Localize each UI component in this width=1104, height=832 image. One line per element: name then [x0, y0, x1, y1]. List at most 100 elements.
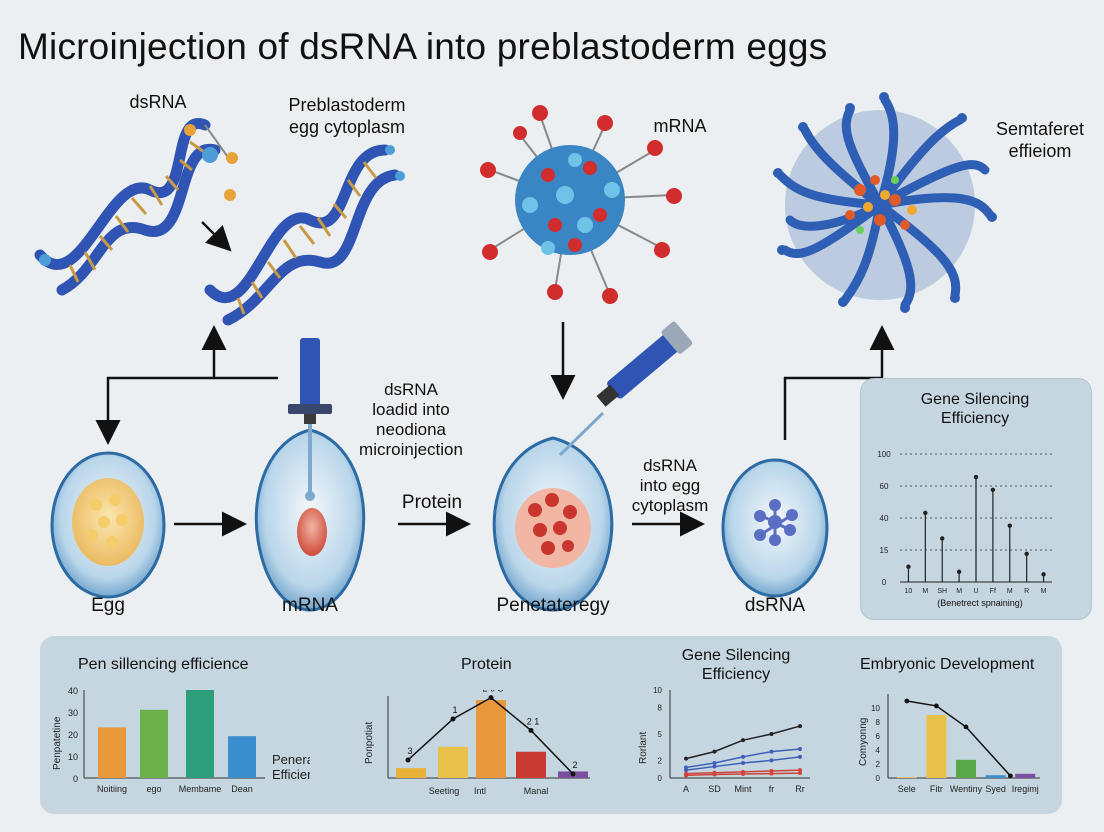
semtaferet-line-2: effieiom: [1008, 141, 1072, 161]
chart3-xtick: Mint: [734, 784, 752, 794]
injection-needle-icon: [288, 338, 332, 424]
chart4-bar: [956, 759, 976, 778]
chart3-point: [741, 738, 745, 743]
egg-label-1: Egg: [91, 595, 125, 616]
chart4-bar: [926, 715, 947, 778]
chart4-xtick: Fitr: [930, 784, 943, 794]
chart1-ytick: 0: [73, 774, 78, 784]
right-chart-point: [940, 536, 945, 541]
chart4-point: [963, 724, 969, 730]
egg-label-2: mRNA: [282, 595, 338, 616]
right-chart-point: [906, 564, 911, 569]
right-chart-ytick: 0: [882, 578, 887, 587]
right-chart-point: [956, 569, 962, 574]
into-egg-line-2: into egg: [639, 476, 701, 495]
egg-1: [50, 451, 166, 599]
chart3-title-2: Efficiency: [701, 666, 771, 683]
chart1-legend-1: Peneratice: [272, 752, 310, 767]
right-chart-xtick: U: [973, 588, 978, 595]
right-chart-xtick: SH: [937, 588, 947, 595]
right-chart-point: [923, 510, 928, 516]
chart3-point: [798, 771, 802, 776]
chart2-point: [488, 695, 494, 701]
chart3-title: Gene Silencing Efficiency: [666, 646, 806, 684]
right-chart-ytick: 15: [880, 546, 889, 555]
chart4-point: [1008, 773, 1013, 779]
chart3-point: [712, 761, 717, 766]
diagram-canvas: [34, 92, 997, 612]
right-chart-title-1: Gene Silencing: [920, 391, 1030, 408]
right-chart-point: [990, 487, 996, 493]
chart4-ytick: 4: [876, 746, 881, 755]
chart2-bar: [476, 700, 506, 778]
chart1-ytick: 10: [68, 752, 78, 762]
chart4-ytick: 10: [871, 704, 880, 713]
right-chart-ytick: 100: [877, 450, 891, 459]
chart4-line: [906, 700, 1011, 777]
into-egg-label: dsRNA into egg cytoplasm: [620, 456, 720, 516]
flow-arrows: [95, 322, 895, 537]
chart3-xtick: SD: [708, 784, 721, 794]
loaded-line-4: microinjection: [359, 440, 463, 459]
chart1-bar: [140, 709, 168, 778]
right-chart-point: [1024, 551, 1029, 557]
chart4-point: [934, 703, 939, 709]
into-egg-line-3: cytoplasm: [631, 496, 709, 515]
mrna-cluster-icon: [480, 105, 682, 304]
chart2-ylabel: Ponpotiat: [364, 722, 375, 764]
right-chart-ytick: 40: [880, 514, 889, 523]
chart1-xtick: Dean: [231, 784, 253, 794]
chart2-xtick: Manal: [524, 786, 549, 796]
chart3-ytick: 8: [658, 704, 663, 713]
preblastoderm-line-2: egg cytoplasm: [288, 117, 406, 137]
loaded-line-3: neodiona: [376, 420, 446, 439]
chart1-xtick: ego: [146, 784, 161, 794]
chart4-title: Embryonic Development: [860, 656, 1035, 673]
dsrna-helix-icon: [34, 118, 238, 296]
chart2-annotation: 3: [407, 746, 412, 756]
chart1-bar: [98, 727, 126, 778]
chart1-ytick: 30: [68, 708, 78, 718]
loaded-label: dsRNA loadid into neodiona microinjectio…: [346, 380, 476, 460]
right-chart-ytick: 60: [880, 482, 889, 491]
right-chart-xtick: 10: [905, 588, 913, 595]
chart3-point: [684, 756, 688, 761]
chart2-point: [405, 757, 411, 763]
egg-4: [721, 458, 829, 598]
chart4-ytick: 8: [876, 718, 881, 727]
chart2-annotation: 1: [452, 705, 457, 715]
mrna-top-label: mRNA: [653, 116, 707, 136]
right-chart-xtick: M: [956, 588, 962, 595]
chart1-bar: [228, 736, 256, 778]
right-chart-title: Gene Silencing Efficiency: [880, 390, 1070, 428]
chart2-annotation: 2: [572, 760, 577, 770]
semtaferet-label: Semtaferet effieiom: [975, 118, 1104, 162]
chart3-ytick: 0: [658, 774, 663, 783]
chart1-title: Pen sillencing efficience: [78, 656, 249, 673]
chart2-xtick: Seeting: [429, 786, 460, 796]
chart3-xtick: Rr: [795, 784, 805, 794]
chart2-bar: [438, 746, 468, 778]
chart4-ytick: 6: [876, 732, 881, 741]
loaded-line-1: dsRNA: [384, 380, 438, 399]
right-chart-xtick: Ff: [990, 588, 996, 595]
chart3-point: [684, 773, 688, 778]
right-chart-xtick: M: [1041, 588, 1047, 595]
chart3-point: [769, 758, 774, 763]
chart3-point: [741, 772, 745, 777]
preblastoderm-label: Preblastoderm egg cytoplasm: [262, 94, 432, 138]
chart4-bar: [896, 777, 917, 778]
chart1-ylabel: Penpatetine: [52, 716, 63, 770]
chart2-bar: [516, 751, 546, 778]
egg-label-3: Penetateregy: [496, 595, 610, 616]
egg-2: [254, 420, 366, 612]
chart1-xtick: Noitiing: [97, 784, 127, 794]
chart1-xtick: Membame: [179, 784, 222, 794]
page-title: Microinjection of dsRNA into preblastode…: [18, 26, 828, 67]
chart3-ytick: 10: [653, 686, 662, 695]
chart3-point: [769, 749, 774, 754]
